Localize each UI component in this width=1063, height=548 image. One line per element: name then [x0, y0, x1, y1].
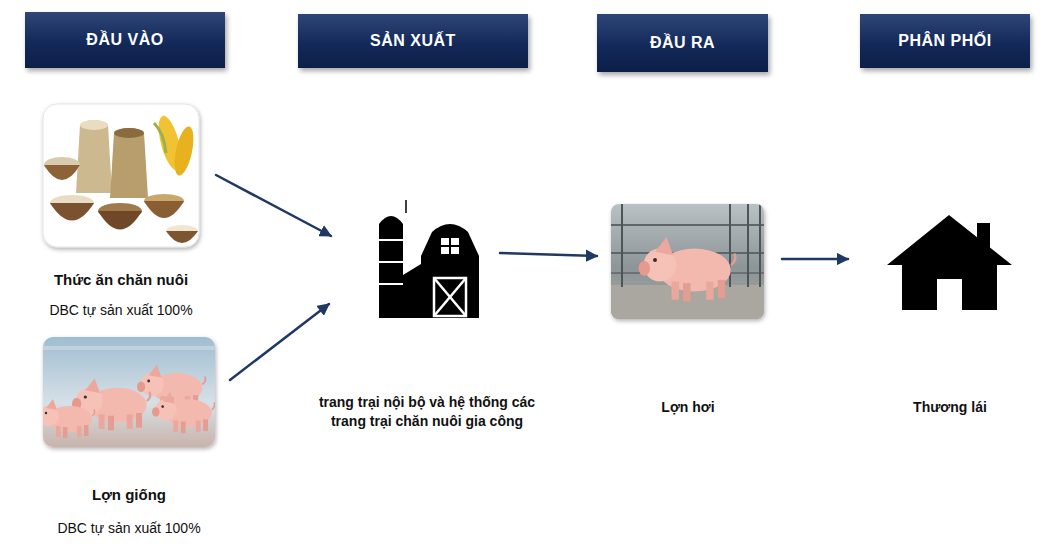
stage-header: ĐẦU RA — [597, 14, 768, 72]
header-label: PHÂN PHỐI — [898, 32, 991, 50]
item-caption: trang trại nội bộ và hệ thống các trang … — [314, 393, 540, 431]
header-label: ĐẦU RA — [650, 34, 715, 52]
pig-photo — [610, 203, 765, 320]
flow-arrow — [782, 258, 848, 261]
item-caption: Lợn hơi — [608, 398, 768, 417]
item-caption: Lợn giống — [19, 485, 239, 504]
item-note: DBC tự sản xuất 100% — [11, 301, 231, 320]
stage-header: SẢN XUẤT — [298, 14, 528, 68]
chain-item: Lợn hơi — [610, 203, 765, 320]
chain-item: Thương lái — [887, 215, 1012, 310]
item-note: DBC tự sản xuất 100% — [19, 519, 239, 538]
chain-item: Thức ăn chăn nuôiDBC tự sản xuất 100% — [42, 103, 200, 248]
barn-icon — [375, 200, 479, 318]
item-caption: Thương lái — [870, 398, 1030, 417]
chain-item: trang trại nội bộ và hệ thống các trang … — [375, 200, 479, 318]
feed-grains — [44, 114, 198, 243]
flow-arrow — [500, 253, 597, 256]
header-label: ĐẦU VÀO — [86, 31, 163, 49]
pig-pen — [611, 204, 764, 319]
header-label: SẢN XUẤT — [370, 32, 456, 50]
stage-header: ĐẦU VÀO — [25, 12, 225, 68]
item-caption: Thức ăn chăn nuôi — [11, 270, 231, 289]
piglet-figures — [43, 346, 215, 438]
house-icon — [887, 215, 1012, 310]
chain-item: Lợn giốngDBC tự sản xuất 100% — [42, 336, 216, 448]
stage-header: PHÂN PHỐI — [860, 14, 1030, 68]
flow-arrow — [216, 175, 331, 236]
flow-arrow — [230, 304, 329, 380]
piglet-photo — [42, 336, 216, 448]
feed-photo — [42, 103, 200, 248]
